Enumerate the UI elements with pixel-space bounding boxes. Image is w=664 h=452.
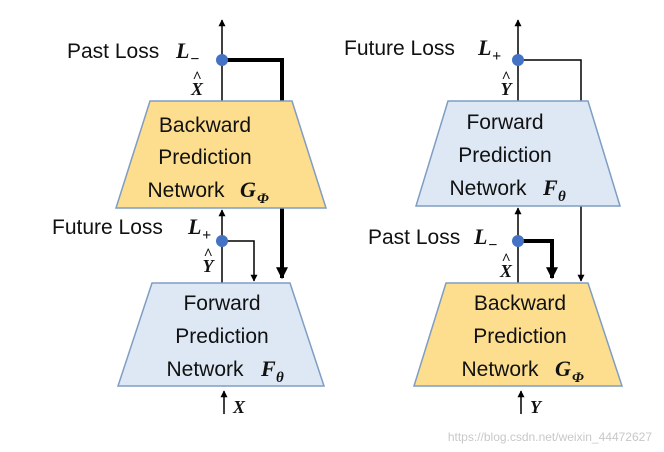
left-top-var: X: [190, 79, 204, 99]
left-top-box-line1: Backward: [159, 114, 251, 137]
right-top-var: Y: [501, 79, 514, 99]
right-top-loss-symbol: L: [477, 35, 491, 60]
right-top-box-line3: Network: [449, 177, 527, 200]
left-bottom-box-line1: Forward: [183, 292, 260, 315]
right-mid-loss-dot: [512, 235, 524, 247]
left-thin-feedback-arrow: [222, 240, 258, 282]
right-input-var: Y: [530, 397, 543, 417]
right-mid-loss-symbol: L: [473, 224, 487, 249]
left-bottom-box-line2: Prediction: [175, 325, 268, 348]
right-mid-hat: ^: [501, 251, 510, 268]
right-top-network-box: [414, 100, 622, 207]
right-bottom-network-box: [412, 282, 624, 387]
right-mid-loss-sub: −: [488, 237, 498, 254]
left-bottom-box-symbol: F: [260, 356, 276, 381]
right-bottom-box-symbol: G: [555, 356, 571, 381]
left-top-hat: ^: [192, 69, 201, 86]
right-mid-var: X: [499, 261, 513, 281]
right-bottom-box-line2: Prediction: [473, 325, 566, 348]
left-top-loss-sub: −: [190, 51, 200, 68]
left-input-var: X: [232, 397, 246, 417]
left-bottom-network-box: [116, 282, 326, 387]
watermark-text: https://blog.csdn.net/weixin_44472627: [448, 430, 652, 444]
left-bottom-box-sub: θ: [276, 370, 284, 386]
left-mid-var: Y: [203, 256, 216, 276]
left-top-loss-symbol: L: [175, 38, 189, 63]
right-bottom-box-line1: Backward: [474, 292, 566, 315]
left-panel: Past Loss L − ^ X Backward Prediction Ne…: [52, 19, 328, 417]
right-bottom-box-line3: Network: [461, 358, 539, 381]
left-top-network-box: [114, 100, 328, 209]
left-mid-loss-label: Future Loss: [52, 216, 163, 239]
left-mid-hat: ^: [203, 246, 212, 263]
left-top-box-symbol: G: [240, 177, 256, 202]
right-bottom-box-sub: Φ: [572, 370, 584, 386]
right-top-loss-label: Future Loss: [344, 37, 455, 60]
left-top-box-line3: Network: [147, 179, 225, 202]
right-top-box-line1: Forward: [466, 111, 543, 134]
right-thin-feedback-arrow: [518, 59, 585, 282]
left-top-box-sub: Φ: [257, 191, 269, 207]
left-bottom-box-line3: Network: [166, 358, 244, 381]
left-mid-loss-dot: [216, 235, 228, 247]
right-thick-feedback-arrow: [518, 239, 558, 280]
right-top-hat: ^: [501, 69, 510, 86]
right-top-box-symbol: F: [542, 175, 558, 200]
left-top-loss-label: Past Loss: [67, 40, 159, 63]
left-mid-loss-symbol: L: [187, 214, 201, 239]
right-mid-loss-label: Past Loss: [368, 226, 460, 249]
left-top-box-line2: Prediction: [158, 146, 251, 169]
right-top-loss-sub: +: [492, 48, 501, 65]
right-top-box-line2: Prediction: [458, 144, 551, 167]
left-mid-loss-sub: +: [202, 227, 211, 244]
right-top-box-sub: θ: [558, 189, 566, 205]
right-panel: Future Loss L + ^ Y Forward Prediction N…: [344, 19, 624, 417]
left-top-loss-dot: [216, 54, 228, 66]
right-top-loss-dot: [512, 54, 524, 66]
